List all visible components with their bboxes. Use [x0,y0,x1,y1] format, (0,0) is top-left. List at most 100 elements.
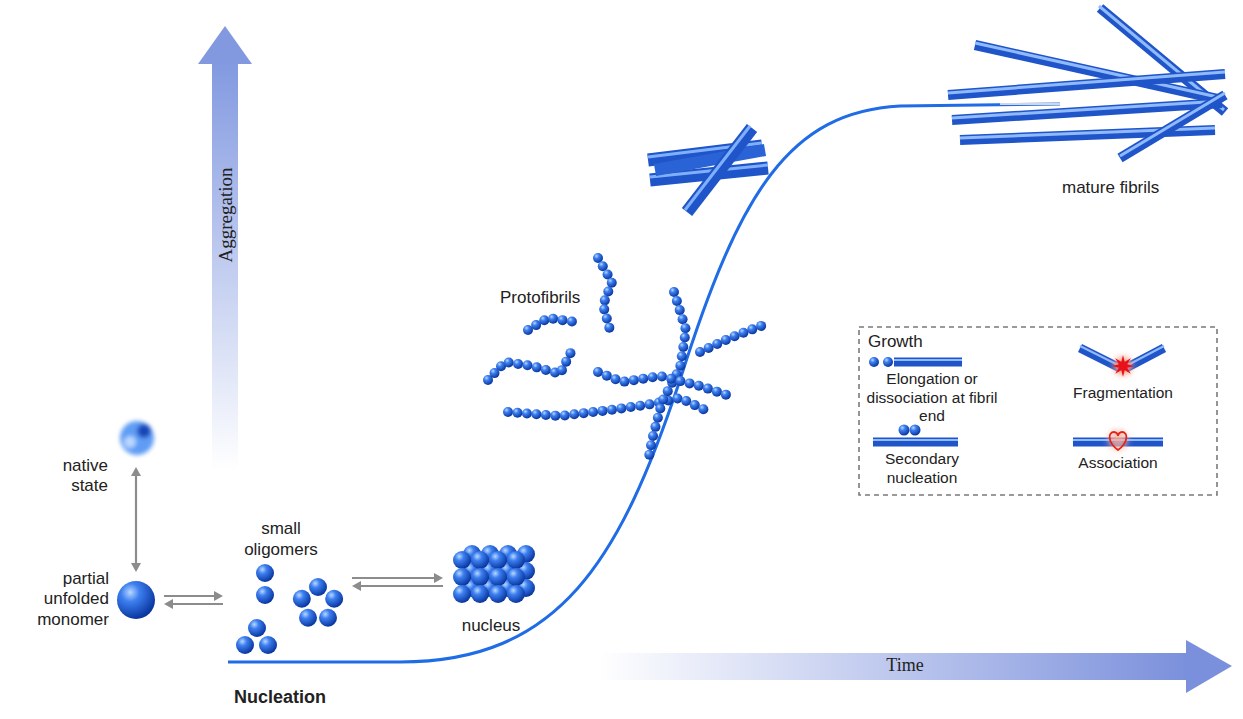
sphere [698,404,708,414]
axis-label: Aggregation [215,168,238,263]
sphere [883,357,893,367]
sphere [548,314,558,324]
sphere [611,374,621,384]
sphere [644,450,654,460]
nucleus-figure [450,542,532,602]
sphere [531,409,541,419]
sphere [293,590,311,608]
sphere [453,568,471,586]
phase-label: Nucleation [234,687,326,709]
sphere [730,331,740,341]
sphere [616,403,626,413]
sphere [588,407,598,417]
fibril-cluster [648,126,768,212]
sphere [678,342,688,352]
sphere [675,361,685,371]
sphere [541,365,551,375]
sphere [657,371,667,381]
sphere [539,315,549,325]
sphere [598,406,608,416]
sphere [675,376,685,386]
sphere [704,343,714,353]
sphere [607,405,617,415]
sphere [299,609,317,627]
sphere [489,551,507,569]
nucleus: nucleus [450,542,532,602]
legend-text: Elongation or dissociation at fibril end [862,370,1002,426]
sphere [648,372,658,382]
sphere [453,551,471,569]
sphere [677,351,687,361]
sphere [685,378,695,388]
sphere [869,357,879,367]
sphere [756,321,766,331]
sphere [593,367,603,377]
stage-label: Protofibrils [500,288,580,308]
sphere [669,287,679,297]
sphere [471,585,489,603]
sphere [645,399,655,409]
rod-highlight [894,359,962,361]
legend-sample [1073,430,1163,450]
monomer-figure [115,579,157,621]
node-label: nucleus [462,616,521,636]
native-protein [120,421,154,455]
fibril-rod [873,438,958,447]
native-highlight [124,436,136,448]
connector-line [352,577,436,579]
connector-line [359,585,443,587]
protofibrils-beads [483,253,766,460]
sphere [655,403,665,413]
sphere [721,390,731,400]
sphere [503,407,513,417]
sphere [522,360,532,370]
sphere [309,578,327,596]
sphere [569,409,579,419]
sphere [648,431,658,441]
sphere [504,358,514,368]
node-label: partial unfolded monomer [25,569,109,630]
sphere [712,339,722,349]
sphere [680,333,690,343]
monomer: partial unfolded monomer [115,579,157,621]
arrowhead [131,563,141,572]
sphere [489,568,507,586]
small-oligomers-figure [230,562,345,655]
sphere [256,564,274,582]
sphere [690,400,700,410]
legend-sample [873,425,958,443]
sphere [489,585,507,603]
sphere [602,371,612,381]
sphere [675,305,685,315]
sphere [550,411,560,421]
curve-shadow [1000,103,1060,105]
arrowhead [131,467,141,476]
sphere [703,384,713,394]
legend-text: Secondary nucleation [862,450,982,487]
dashed-border [859,327,1217,495]
axis-label: Time [886,655,923,677]
time-arrow [600,640,1232,693]
sphere [319,609,337,627]
sphere [678,314,688,324]
arrowhead [214,591,223,601]
node-label: Growth [868,332,923,352]
sphere [626,402,636,412]
sphere [557,365,567,375]
sphere [541,410,551,420]
sphere [603,287,613,297]
connector-line [171,603,223,605]
connector-line [135,474,137,565]
aggregation-arrow [198,26,252,470]
sphere [600,295,610,305]
sphere [681,396,691,406]
rod-highlight [1126,346,1164,366]
sphere [117,581,155,619]
sphere [672,296,682,306]
sphere [507,585,525,603]
heart-glow [1108,430,1128,450]
sphere [694,381,704,391]
rod-highlight [873,439,958,441]
